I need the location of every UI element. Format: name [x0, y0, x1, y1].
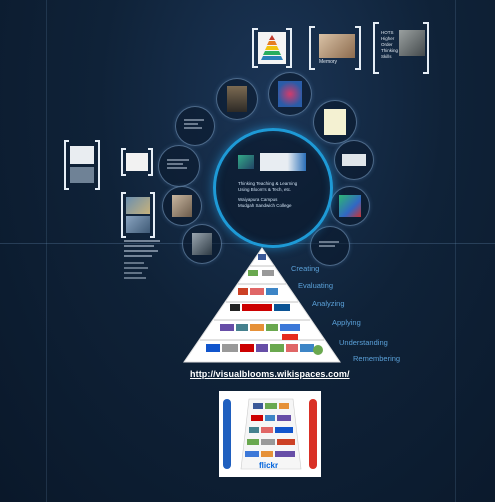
orbit-node[interactable] [330, 186, 370, 226]
orbit-node-image [172, 195, 192, 217]
left-frame-image [126, 216, 150, 233]
level-label-applying: Applying [332, 318, 361, 327]
orbit-node-image [192, 233, 212, 255]
main-circle-banner [260, 153, 306, 171]
hots-line: Skills [381, 54, 392, 59]
orbit-node[interactable] [310, 226, 350, 266]
left-frame-image [126, 197, 150, 214]
hots-line: Thinking [381, 48, 399, 53]
main-circle-college: Mudgah Sandwich College [238, 203, 292, 208]
flickr-logo: flickr [259, 461, 279, 470]
orbit-node[interactable] [175, 106, 215, 146]
orbit-node-image [278, 81, 302, 107]
level-label-remembering: Remembering [353, 354, 401, 363]
grid-line-vertical [46, 0, 47, 502]
tiny-text-block [124, 240, 164, 286]
left-frame-image [70, 167, 94, 183]
hots-line: Higher [381, 36, 395, 41]
orbit-node[interactable] [216, 78, 258, 120]
orbit-node-image [339, 195, 361, 217]
orbit-node-text [184, 119, 206, 133]
main-circle-icon [238, 155, 254, 169]
memory-frame[interactable]: Memory [309, 26, 361, 70]
left-frame-2[interactable] [121, 148, 153, 176]
wikispaces-link[interactable]: http://visualblooms.wikispaces.com/ [190, 369, 350, 379]
blooms-pyramid[interactable] [182, 246, 342, 364]
level-label-evaluating: Evaluating [298, 281, 334, 290]
orbit-node[interactable] [162, 186, 202, 226]
memory-hands-photo [319, 34, 355, 58]
main-circle-subtitle: Using Bloom's & Tech, etc. [238, 187, 292, 192]
main-circle-campus: Waiyapura Campus [238, 197, 278, 202]
orbit-node[interactable] [268, 72, 312, 116]
hots-line: Order [381, 42, 393, 47]
left-frame-image [126, 153, 148, 171]
main-circle[interactable]: Thinking Teaching & Learning Using Bloom… [213, 128, 333, 248]
bottom-pyramid-image[interactable]: flickr [219, 391, 321, 477]
orbit-node-text [319, 241, 341, 251]
left-frame-1[interactable] [64, 140, 100, 190]
level-label-creating: Creating [291, 264, 320, 273]
main-circle-title: Thinking Teaching & Learning [238, 181, 298, 186]
grid-line-vertical [455, 0, 456, 502]
hots-line: HOTS [381, 30, 394, 35]
hots-photo [399, 30, 425, 56]
orbit-node-image [342, 154, 366, 166]
orbit-node-image [324, 109, 346, 135]
bottom-pyramid-graphic [223, 398, 317, 470]
pyramid-thumbnail-icon [258, 32, 286, 64]
level-label-analyzing: Analyzing [312, 299, 345, 308]
orbit-node[interactable] [313, 100, 357, 144]
level-label-understanding: Understanding [339, 338, 388, 347]
left-frame-3[interactable] [121, 192, 155, 238]
grid-line-horizontal [0, 243, 495, 244]
left-frame-image [70, 146, 94, 164]
orbit-node[interactable] [334, 140, 374, 180]
orbit-node-text [167, 159, 191, 173]
orbit-node[interactable] [182, 224, 222, 264]
orbit-node-image [227, 86, 247, 112]
memory-label: Memory [319, 59, 338, 65]
hots-frame[interactable]: HOTS Higher Order Thinking Skills [373, 22, 429, 74]
pyramid-thumbnail-frame[interactable] [252, 28, 292, 68]
hots-text: HOTS Higher Order Thinking Skills [381, 30, 398, 60]
orbit-node[interactable] [158, 145, 200, 187]
